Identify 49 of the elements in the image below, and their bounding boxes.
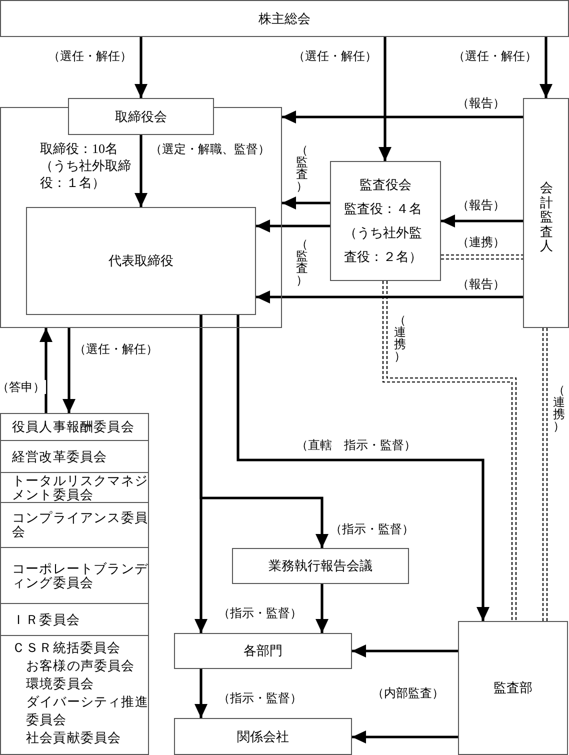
heading-text: 監査役会 <box>358 176 412 193</box>
arrow <box>352 730 458 744</box>
arrow <box>256 290 523 304</box>
list-row: 経営改革委員会 <box>0 440 149 472</box>
org-box: 取締役会 <box>68 98 214 135</box>
arrow <box>540 37 552 98</box>
arrow <box>134 37 148 98</box>
double-dashed-line <box>382 280 517 622</box>
edge-label: （監査） <box>294 143 310 193</box>
arrow <box>316 584 328 633</box>
org-box: 業務執行報告会議 <box>232 548 409 584</box>
arrow <box>194 669 208 718</box>
org-box: 監査部 <box>458 621 568 755</box>
list-row: トータルリスクマネジメント委員会 <box>0 472 149 502</box>
org-box <box>330 161 441 281</box>
list-item: 環境委員会 <box>26 675 95 693</box>
edge-label: （監査） <box>294 237 310 287</box>
arrow <box>352 644 458 658</box>
list-item: お客様の声委員会 <box>26 657 136 675</box>
arrow <box>378 37 392 161</box>
org-box: 株主総会 <box>0 0 569 37</box>
list-row: 役員人事報酬委員会 <box>0 413 149 440</box>
row-heading: ＣＳＲ統括委員会 <box>12 639 122 657</box>
arrow <box>62 328 76 413</box>
list-row: コンプライアンス委員会 <box>0 502 149 547</box>
org-box: 各部門 <box>174 633 352 669</box>
arrow <box>134 135 148 207</box>
arrow <box>40 328 52 413</box>
group-note: 取締役：10名（うち社外取締役：１名） <box>40 140 132 191</box>
double-dashed-line <box>542 327 548 622</box>
body-text: 監査役：４名（うち社外監査役：２名） <box>344 200 423 266</box>
org-box: 関係会社 <box>174 718 352 755</box>
list-frame <box>0 413 149 755</box>
arrow <box>256 220 330 232</box>
org-box: 代表取締役 <box>26 207 256 315</box>
double-dashed-line <box>440 254 524 260</box>
list-item: ダイバーシティ推進委員会 <box>26 693 149 729</box>
arrow <box>200 315 328 548</box>
edge-label: （連携） <box>552 383 566 433</box>
list-row: ＩＲ委員会 <box>0 603 149 635</box>
arrow <box>282 196 330 210</box>
arrow <box>441 214 523 228</box>
org-box: 会計監査人 <box>523 98 569 328</box>
arrow <box>236 315 490 621</box>
list-item: 社会貢献委員会 <box>26 729 122 747</box>
edge-label: （連携） <box>392 313 408 363</box>
arrow <box>282 110 523 124</box>
group-frame <box>0 107 282 328</box>
list-row: コーポレートブランディング委員会 <box>0 547 149 603</box>
